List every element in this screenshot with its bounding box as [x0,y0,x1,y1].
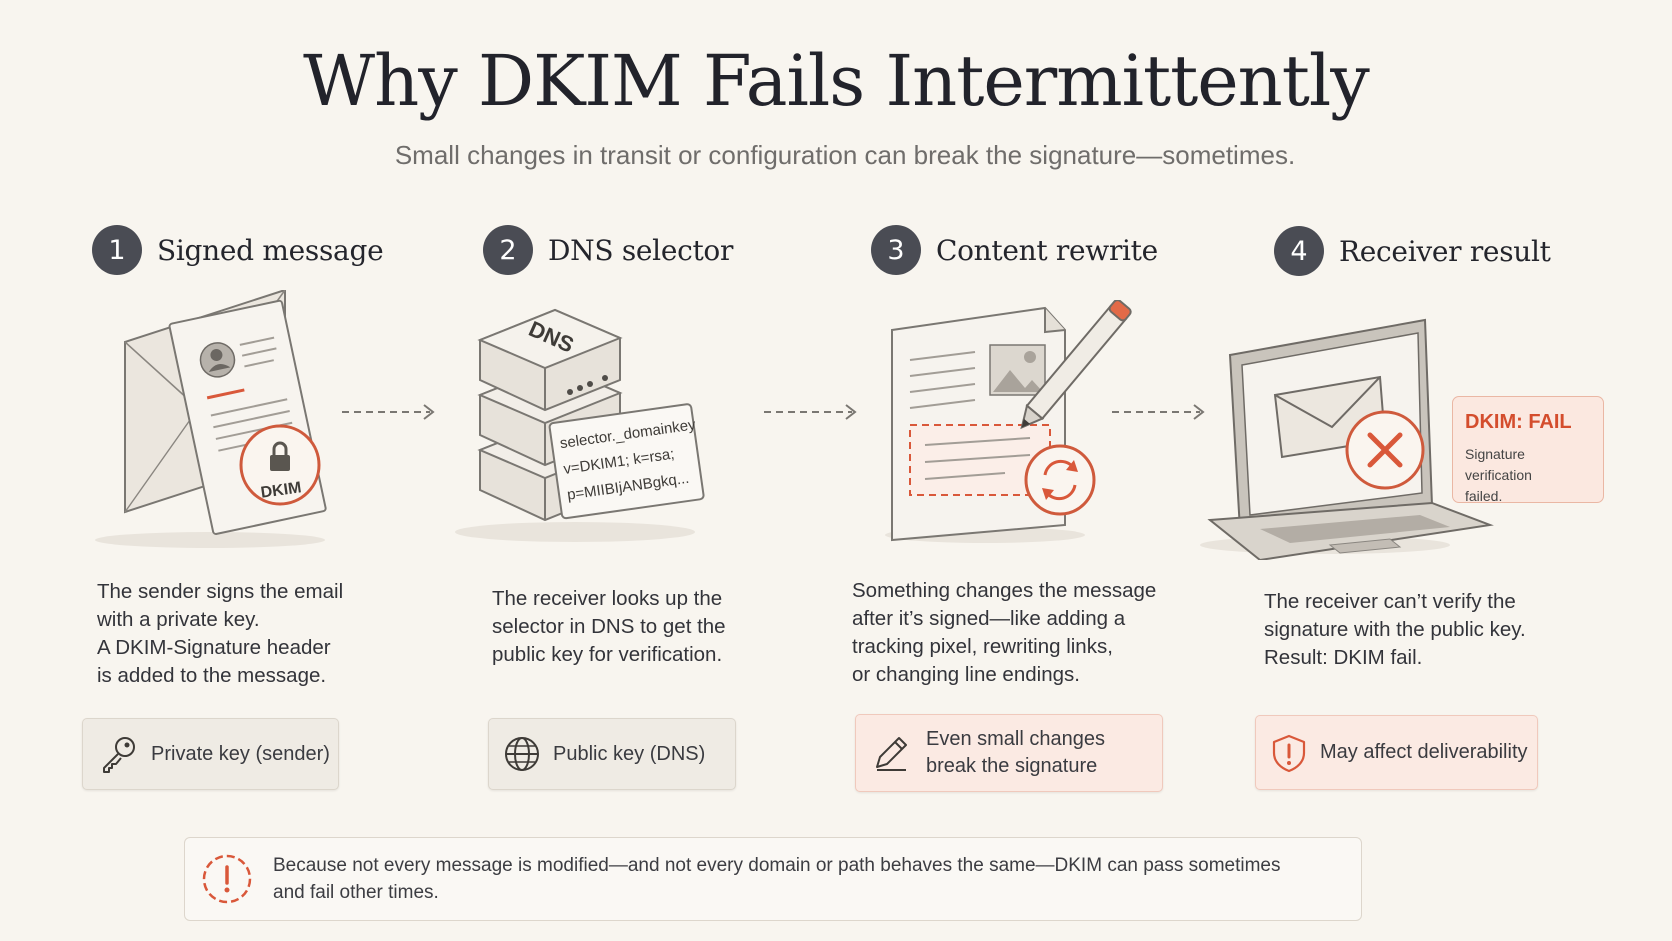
pill-label: Private key (sender) [151,742,330,765]
step-3-header: 3 Content rewrite [871,225,1158,275]
document-edit-icon [885,300,1132,543]
laptop-fail-icon [1200,318,1494,560]
pencil-icon [872,734,910,772]
flow-arrow-icon [342,404,435,420]
deliverability-pill: May affect deliverability [1255,715,1538,790]
page-title: Why DKIM Fails Intermittently [303,40,1370,122]
dns-server-icon: DNS selector._domainkey v=DKIM1; k=rsa; … [455,308,705,542]
page-subtitle: Small changes in transit or configuratio… [394,140,1296,170]
pill-label: May affect deliverability [1320,741,1528,763]
pill-label: Public key (DNS) [553,742,706,765]
step-title: DNS selector [548,233,734,267]
shield-alert-icon [1270,733,1308,773]
key-icon [99,734,139,774]
alert-circle-icon [201,853,253,905]
step-title: Signed message [157,233,384,267]
dkim-badge-label: DKIM [260,479,303,502]
footer-text: Because not every message is modified—an… [273,855,1281,903]
step-1-header: 1 Signed message [92,225,384,275]
fail-title: DKIM: FAIL [1465,411,1572,433]
step-number: 4 [1274,226,1324,276]
private-key-pill: Private key (sender) [82,718,339,790]
signed-envelope-icon: DKIM [95,290,327,548]
step-2-header: 2 DNS selector [483,225,733,275]
step-number: 2 [483,225,533,275]
fail-text: Signature verification failed. [1465,446,1532,504]
globe-icon [503,735,541,773]
step-number: 1 [92,225,142,275]
step-4-header: 4 Receiver result [1274,226,1551,276]
step-title: Receiver result [1339,234,1551,268]
dkim-fail-callout: DKIM: FAIL Signature verification failed… [1452,396,1604,504]
step-number: 3 [871,225,921,275]
step-title: Content rewrite [936,233,1158,267]
flow-arrow-icon [764,404,857,420]
public-key-pill: Public key (DNS) [488,718,736,790]
footer-note: Because not every message is modified—an… [184,837,1362,921]
flow-arrow-icon [1112,404,1205,420]
